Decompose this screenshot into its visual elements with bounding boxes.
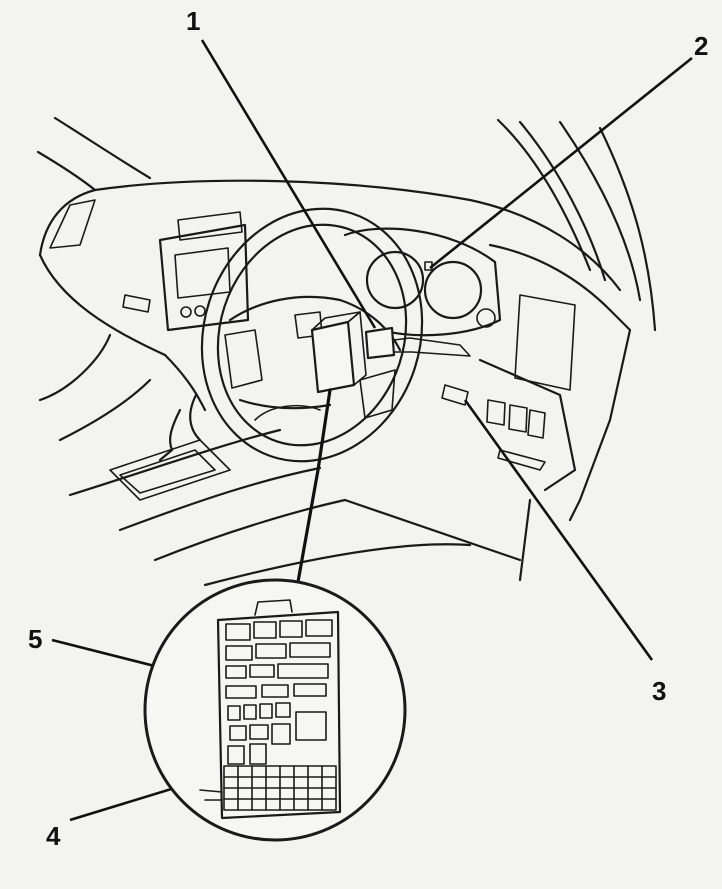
fuse-box-detail: [143, 578, 407, 842]
windshield-lines: [36, 116, 657, 332]
fuse-connector-grid: [223, 765, 337, 811]
leader-3: [463, 399, 654, 661]
callout-2: 2: [694, 31, 708, 61]
callout-3: 3: [652, 676, 666, 706]
callout-4: 4: [46, 821, 61, 851]
callout-1: 1: [186, 6, 200, 36]
relay-modules: [310, 311, 471, 394]
shifter-console: [38, 333, 522, 587]
leader-1: [200, 39, 377, 329]
callout-5: 5: [28, 624, 42, 654]
callout-labels: 1 2 3 4 5: [28, 6, 708, 851]
dashboard: [38, 179, 632, 582]
leader-2: [429, 56, 693, 270]
fusebox-pointer: [296, 388, 332, 584]
